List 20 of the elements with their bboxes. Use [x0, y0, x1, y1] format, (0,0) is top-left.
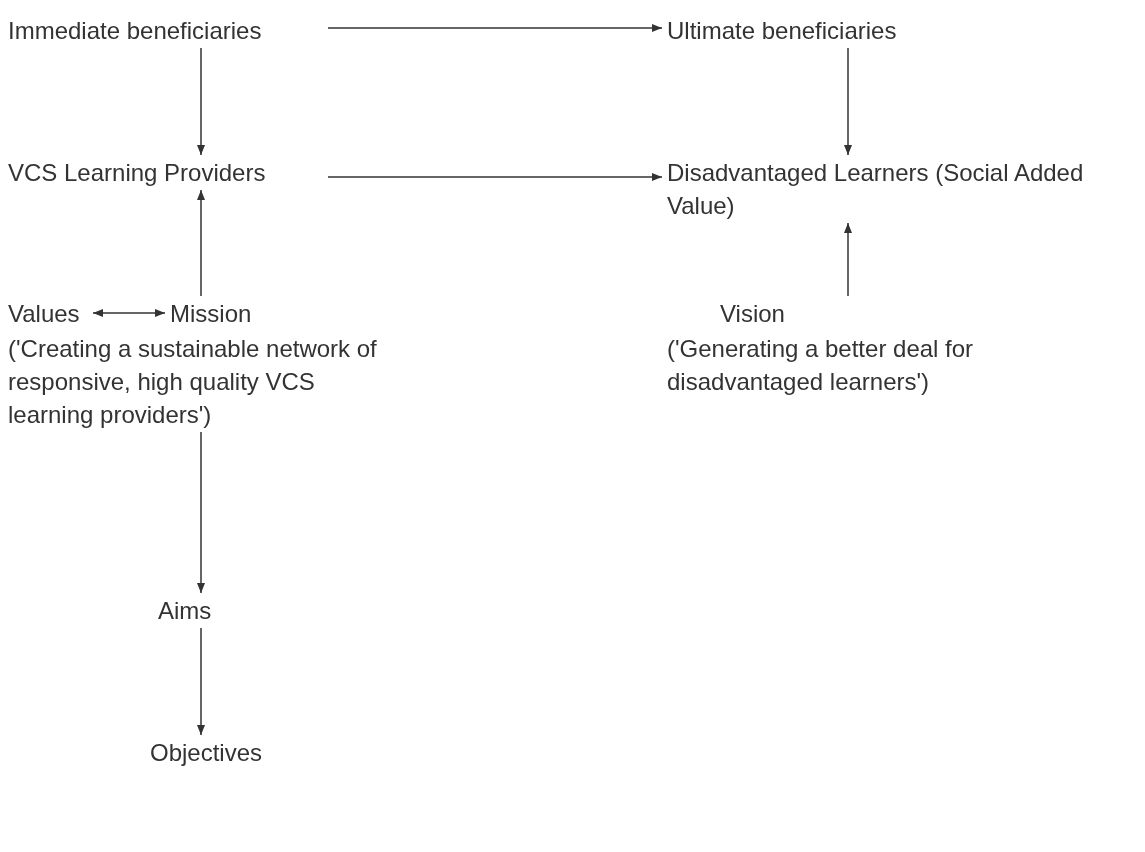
arrow: [92, 309, 166, 317]
arrow: [197, 189, 205, 297]
node-label: Mission: [170, 299, 253, 329]
node-label: Values: [8, 299, 81, 329]
node-label: Aims: [158, 596, 213, 626]
node-label: Immediate beneficiaries: [8, 16, 263, 46]
node-label: Objectives: [150, 738, 264, 768]
arrow: [844, 222, 852, 297]
node-label: VCS Learning Providers: [8, 158, 267, 188]
node-label: Ultimate beneficiaries: [667, 16, 898, 46]
arrow: [844, 47, 852, 156]
arrow: [197, 627, 205, 736]
node-label: Disadvantaged Learners (Social Added Value): [667, 158, 1085, 221]
arrow: [327, 24, 663, 32]
node-label: ('Creating a sustainable network of responsive, high quality VCS learning providers'): [8, 334, 378, 430]
node-note: ('Generating a better deal for disadvantaged learners'): [667, 334, 975, 397]
arrow: [197, 47, 205, 156]
arrow: [197, 431, 205, 594]
node-label: Vision: [720, 299, 786, 329]
arrow: [327, 173, 663, 181]
